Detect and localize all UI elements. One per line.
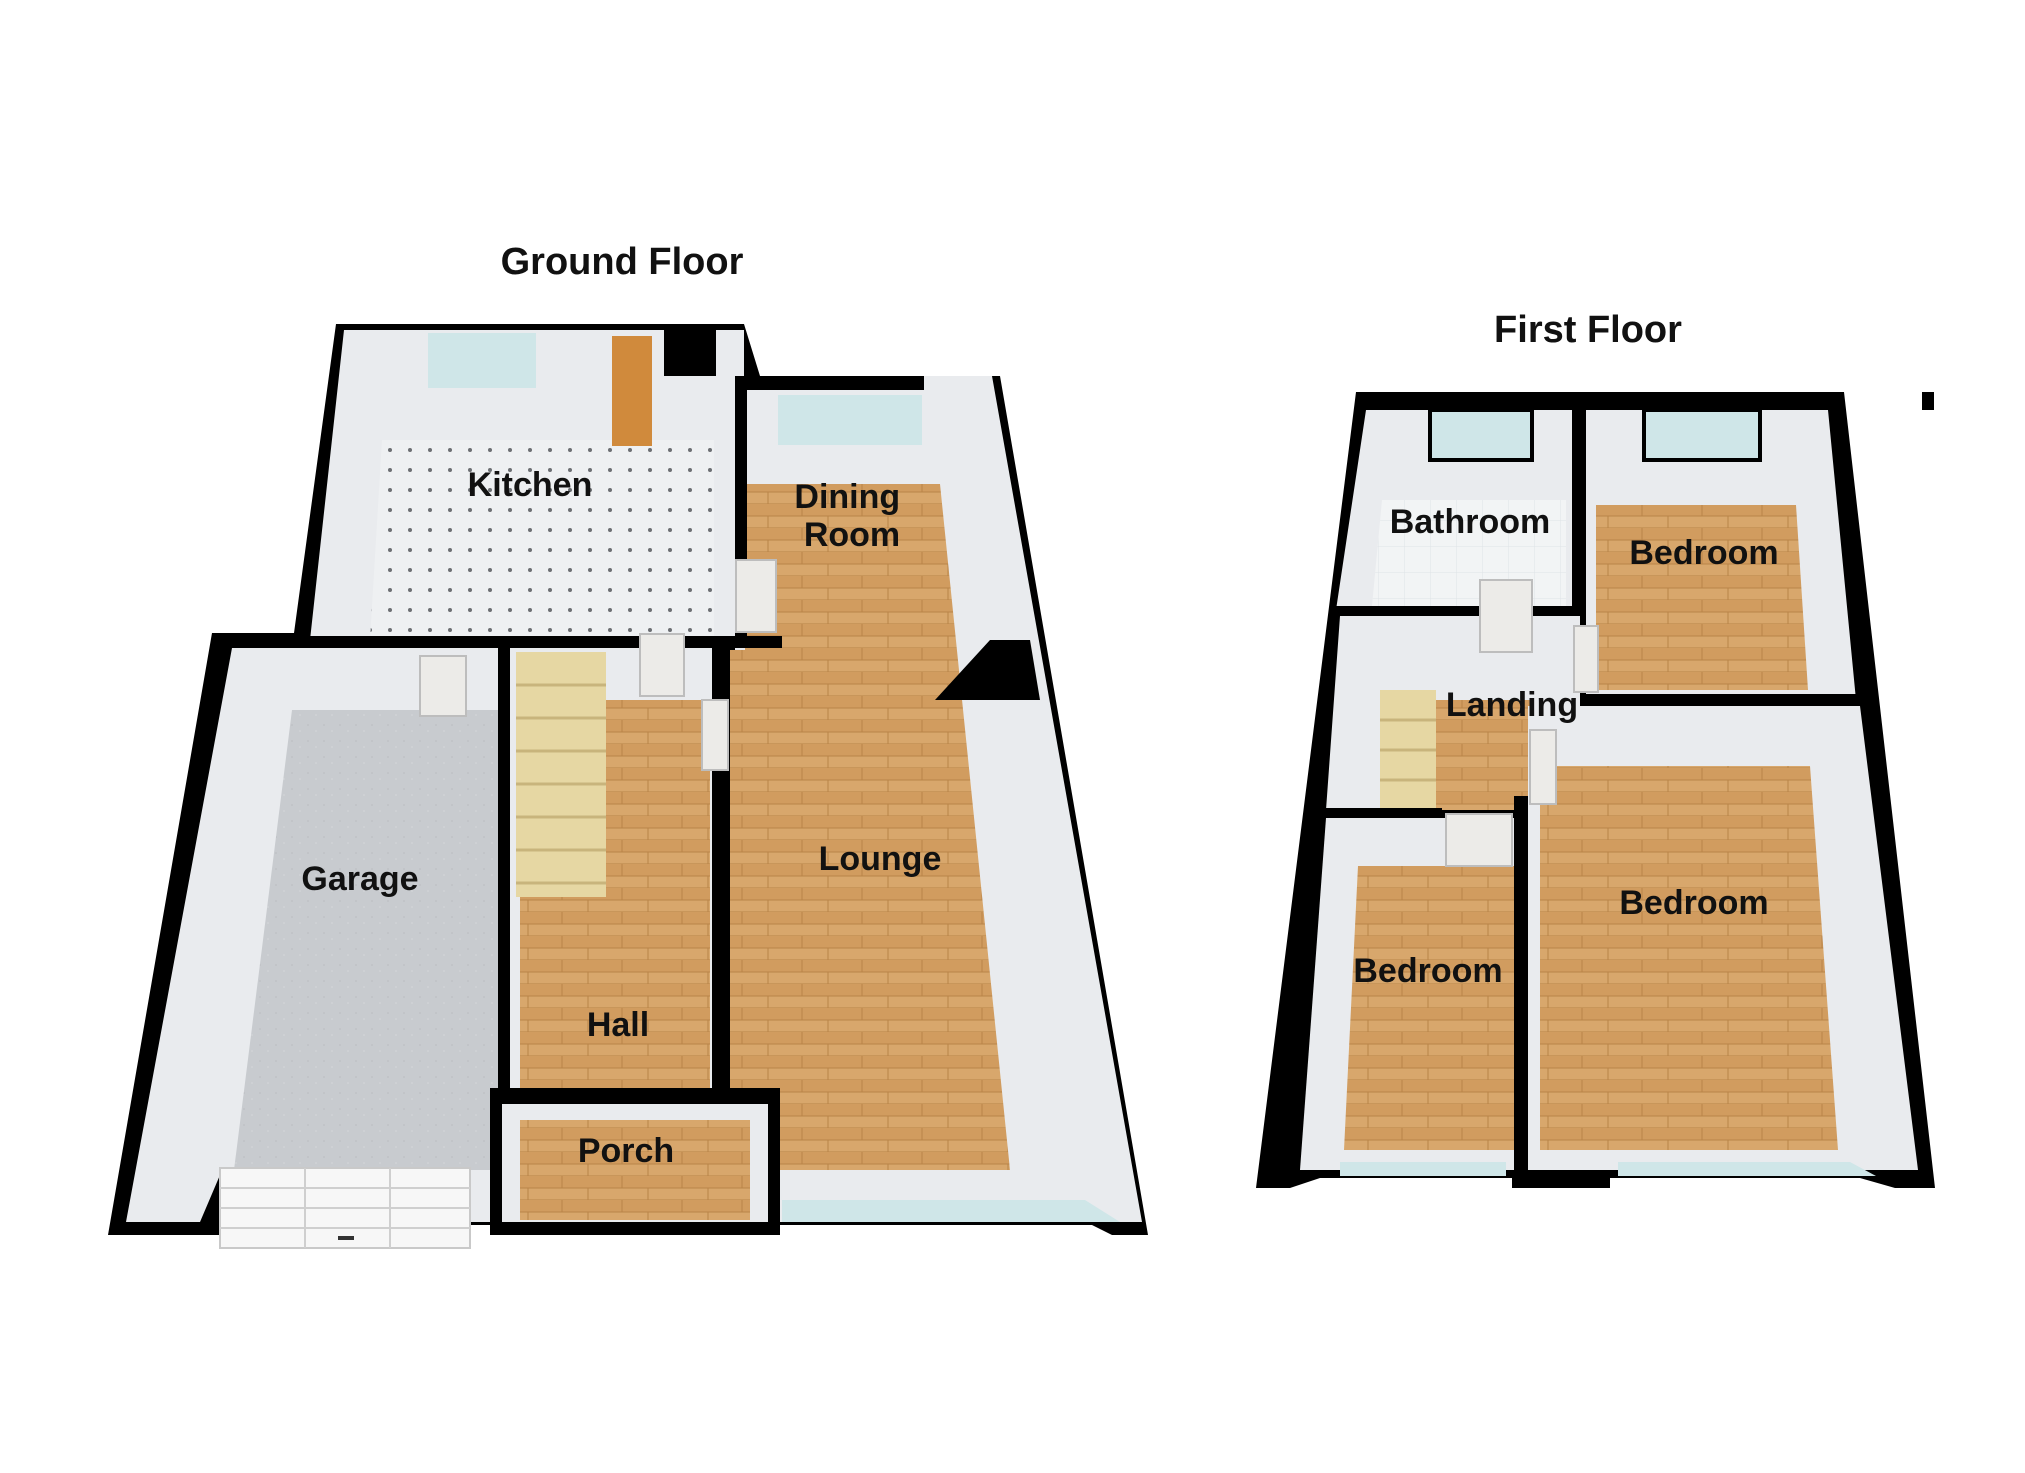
kitchen-floor bbox=[370, 440, 714, 640]
kitchen-south-wall bbox=[232, 636, 782, 648]
lounge-hall-door bbox=[701, 699, 729, 771]
porch-label: Porch bbox=[578, 1132, 674, 1170]
landing-bedroom-wall bbox=[1320, 808, 1442, 818]
dining-lounge-floor bbox=[730, 484, 1010, 1170]
bathroom-bedroom-wall bbox=[1572, 402, 1586, 612]
garage-label: Garage bbox=[301, 860, 418, 898]
bedroom-bottom-right-floor bbox=[1540, 766, 1838, 1150]
chimney-breast bbox=[935, 640, 1040, 700]
bedroom-bottom-right-window bbox=[1618, 1162, 1876, 1176]
bathroom-window bbox=[1432, 412, 1530, 458]
staircase bbox=[516, 652, 606, 897]
porch-floor bbox=[520, 1120, 750, 1220]
bedroom-landing-wall bbox=[1580, 694, 1870, 706]
bedroom-bottom-right-door bbox=[1529, 729, 1557, 805]
bedroom-top-right-floor bbox=[1596, 505, 1808, 690]
bedroom-bottom-left-door bbox=[1445, 813, 1513, 867]
bedroom-bottom-right-label: Bedroom bbox=[1619, 884, 1768, 922]
bathroom-landing-wall bbox=[1330, 606, 1580, 616]
bedroom-top-right-door bbox=[1573, 625, 1599, 693]
lounge-window bbox=[782, 1200, 1120, 1222]
first-floor: First Floor Bathroom Bedroom Landing Bed… bbox=[1256, 309, 1935, 1188]
dining-room-label: Dining Room bbox=[794, 478, 909, 554]
kitchen-window bbox=[428, 333, 536, 388]
ground-floor-title: Ground Floor bbox=[501, 241, 744, 283]
bedroom-top-right-label: Bedroom bbox=[1629, 534, 1778, 572]
bathroom-door bbox=[1479, 579, 1533, 653]
ground-floor: Ground Floor Kitchen Dining Room Lounge … bbox=[108, 241, 1148, 1249]
garage-floor bbox=[234, 710, 498, 1170]
lounge-label: Lounge bbox=[819, 840, 942, 878]
garage-door bbox=[219, 1167, 471, 1249]
garage-hall-wall bbox=[498, 640, 510, 1090]
bedroom-bottom-left-label: Bedroom bbox=[1353, 952, 1502, 990]
first-floor-title: First Floor bbox=[1494, 309, 1682, 351]
bathroom-label: Bathroom bbox=[1390, 503, 1551, 541]
kitchen-back-door bbox=[612, 336, 652, 446]
hall-label: Hall bbox=[587, 1006, 649, 1044]
bedroom-bottom-left-floor bbox=[1344, 866, 1514, 1150]
bedroom-bottom-left-window bbox=[1340, 1162, 1506, 1176]
kitchen-hall-door bbox=[639, 633, 685, 697]
garage-door-internal bbox=[419, 655, 467, 717]
bedroom-top-right-window bbox=[1646, 412, 1758, 458]
dining-window bbox=[778, 395, 922, 445]
bedroom-divider-wall bbox=[1514, 796, 1528, 1176]
dining-kitchen-door bbox=[735, 559, 777, 633]
hall-lounge-wall bbox=[712, 760, 726, 1090]
kitchen-label: Kitchen bbox=[468, 466, 593, 504]
landing-label: Landing bbox=[1446, 686, 1578, 724]
landing-stairs bbox=[1380, 690, 1436, 810]
